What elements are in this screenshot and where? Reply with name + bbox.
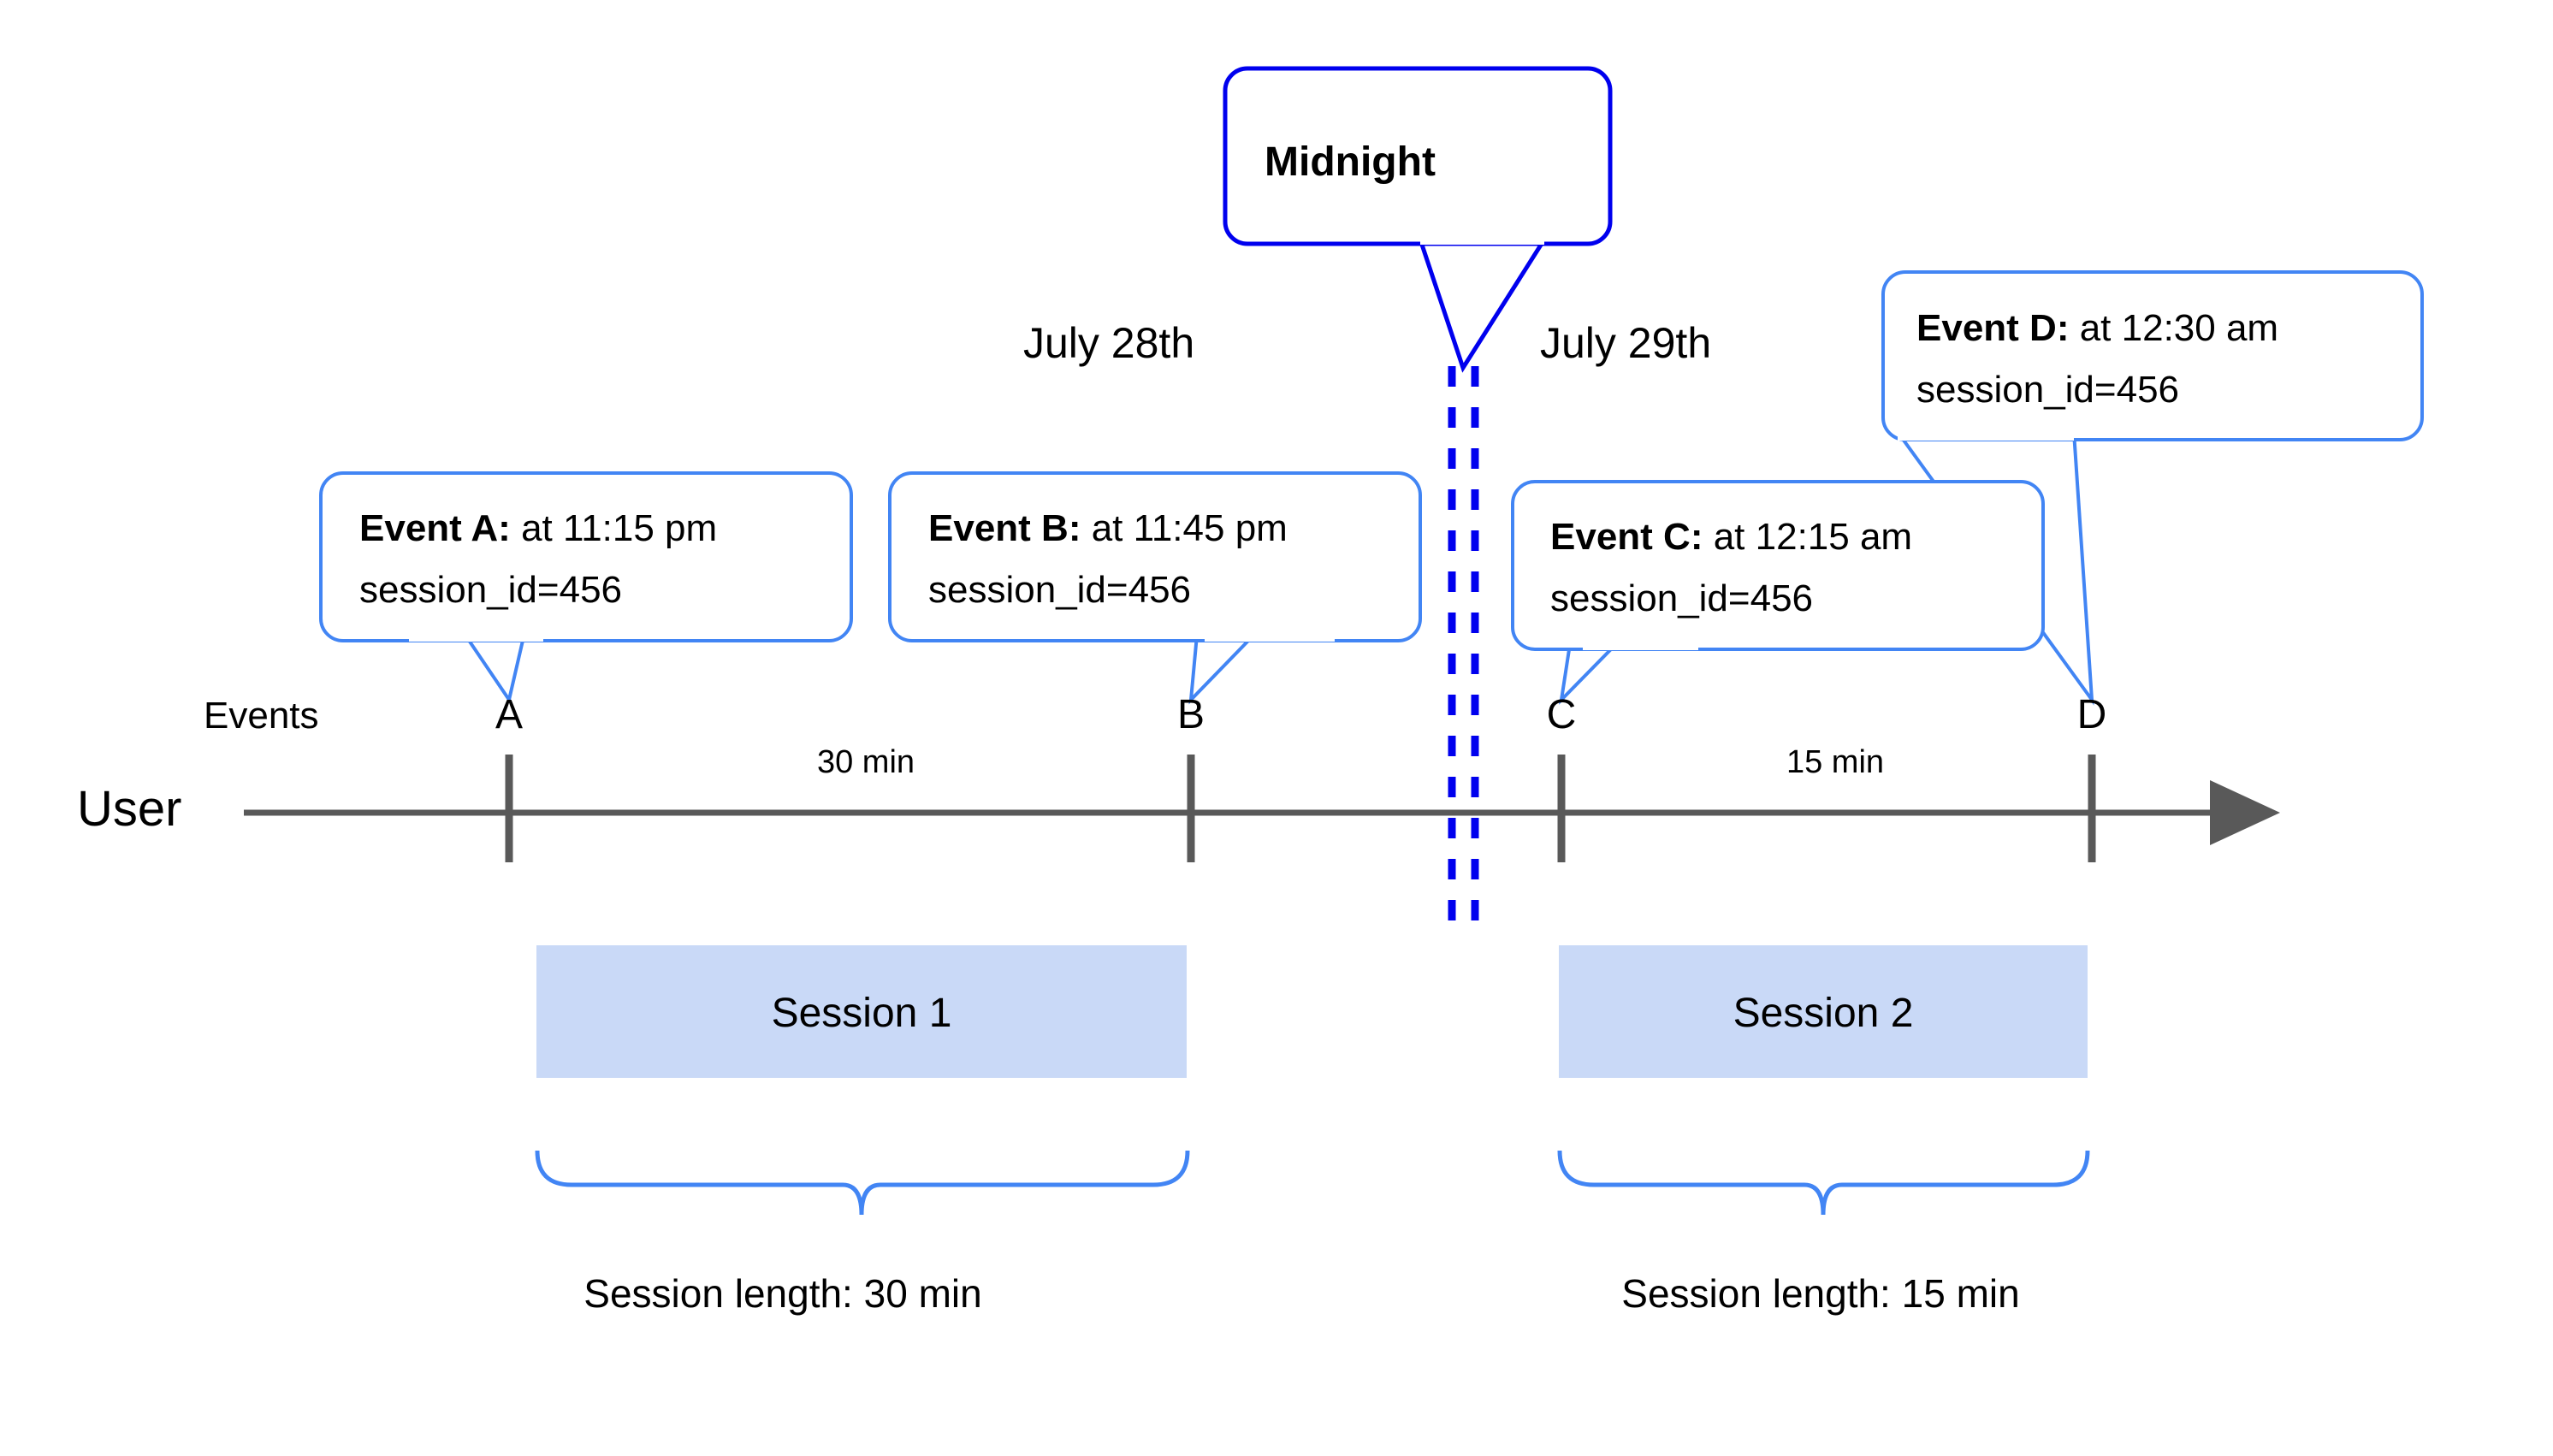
midnight-callout-box: [1223, 66, 1613, 246]
tick-label-c: C: [1547, 692, 1577, 737]
axis-arrowhead-icon: [2210, 780, 2280, 845]
event-callout-a-box: [319, 471, 853, 642]
event-callout-b-line1: Event B: at 11:45 pm: [928, 507, 1288, 549]
interval-label-15min: 15 min: [1786, 744, 1884, 780]
event-callout-d-box: [1881, 270, 2424, 441]
tick-label-d: D: [2077, 692, 2107, 737]
event-callout-b-box: [888, 471, 1422, 642]
event-callout-b-rest: at 11:45 pm: [1081, 507, 1287, 549]
session-1-group: Session 1 Session length: 30 min: [535, 945, 1190, 1316]
session-1-rect: [536, 945, 1187, 1078]
event-callout-a-line2: session_id=456: [359, 569, 622, 611]
event-callout-c-line2: session_id=456: [1550, 577, 1813, 619]
event-callout-b: Event B: at 11:45 pm session_id=456: [888, 471, 1422, 705]
midnight-callout: Midnight: [1223, 66, 1613, 373]
event-callout-d-line2: session_id=456: [1916, 369, 2179, 411]
midnight-label: Midnight: [1265, 139, 1436, 185]
events-row-label: Events: [204, 695, 319, 737]
session-2-length-label: Session length: 15 min: [1621, 1271, 2019, 1316]
event-callout-a-rest: at 11:15 pm: [511, 507, 717, 549]
midnight-callout-tail: [1417, 237, 1549, 373]
event-callout-c: Event C: at 12:15 am session_id=456: [1511, 480, 2045, 705]
tick-label-a: A: [495, 692, 523, 737]
event-callout-c-box: [1511, 480, 2045, 651]
session-1-length-label: Session length: 30 min: [583, 1271, 981, 1316]
midnight-divider: [1448, 366, 1479, 928]
session-2-group: Session 2 Session length: 15 min: [1557, 945, 2090, 1316]
session-2-rect: [1559, 945, 2088, 1078]
event-callout-c-rest: at 12:15 am: [1703, 516, 1912, 558]
date-label-left: July 28th: [1023, 319, 1194, 367]
event-callout-a-line1: Event A: at 11:15 pm: [359, 507, 717, 549]
event-callout-c-line1: Event C: at 12:15 am: [1550, 516, 1912, 558]
event-callout-b-line2: session_id=456: [928, 569, 1191, 611]
event-callout-d-rest: at 12:30 am: [2069, 307, 2278, 349]
interval-label-30min: 30 min: [817, 744, 915, 780]
session-2-brace: [1557, 1150, 2090, 1216]
event-callout-d-bold: Event D:: [1916, 307, 2069, 349]
session-1-brace: [535, 1150, 1190, 1216]
event-callout-c-bold: Event C:: [1550, 516, 1703, 558]
tick-label-b: B: [1177, 692, 1205, 737]
user-row-label: User: [77, 781, 181, 837]
event-callout-a: Event A: at 11:15 pm session_id=456: [319, 471, 853, 704]
event-callout-a-bold: Event A:: [359, 507, 511, 549]
date-label-right: July 29th: [1540, 319, 1711, 367]
session-2-label: Session 2: [1733, 991, 1914, 1036]
timeline-axis: [244, 755, 2280, 862]
session-1-label: Session 1: [772, 991, 952, 1036]
event-callout-b-bold: Event B:: [928, 507, 1081, 549]
event-callout-d-line1: Event D: at 12:30 am: [1916, 307, 2278, 349]
